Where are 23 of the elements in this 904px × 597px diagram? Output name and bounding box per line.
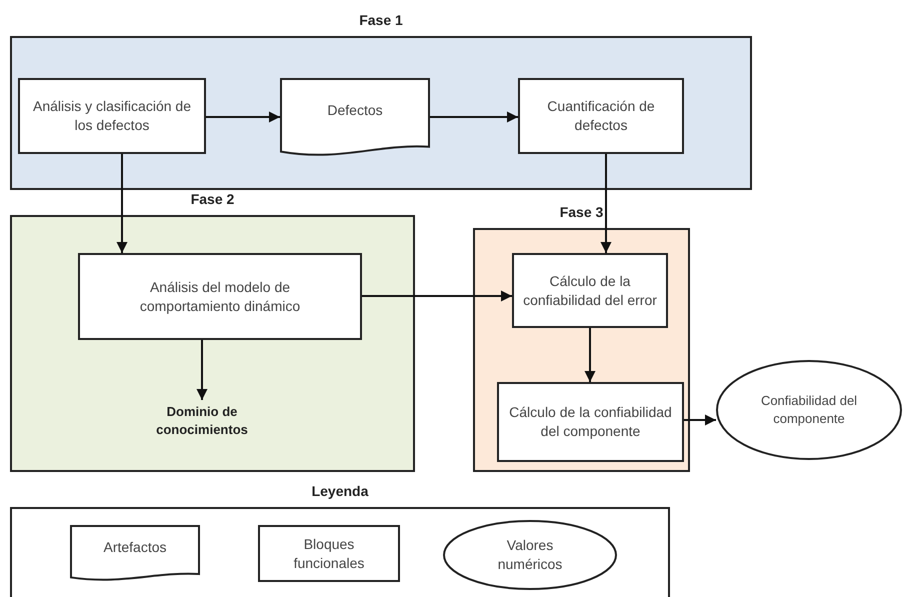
panel-heading: Fase 2 (190, 191, 234, 207)
node-label: Valores numéricos (496, 536, 564, 574)
node-label: Confiabilidad del componente (760, 392, 858, 428)
panel-heading: Leyenda (312, 483, 368, 499)
arrow (684, 414, 716, 426)
node-label: Análisis y clasificación de los defectos (32, 97, 192, 135)
arrow (116, 154, 128, 253)
node-label: Cálculo de la confiabilidad del error (522, 272, 658, 310)
node-label: Artefactos (103, 538, 167, 558)
annotation-text: Dominio de conocimientos (155, 403, 249, 439)
node-label: Análisis del modelo de comportamiento dinámico (138, 278, 302, 316)
node-label: Bloques funcionales (292, 534, 366, 572)
panel-heading: Fase 3 (560, 204, 604, 220)
node-label: Defectos (327, 100, 383, 120)
arrow (196, 340, 208, 400)
arrow (430, 112, 518, 122)
arrow (206, 112, 280, 122)
arrow (362, 290, 512, 302)
arrow (600, 154, 612, 253)
arrow (584, 328, 596, 382)
node-label: Cuantificación de defectos (546, 97, 656, 135)
panel-heading: Fase 1 (359, 12, 403, 28)
node-label: Cálculo de la confiabilidad del componente (508, 403, 673, 441)
